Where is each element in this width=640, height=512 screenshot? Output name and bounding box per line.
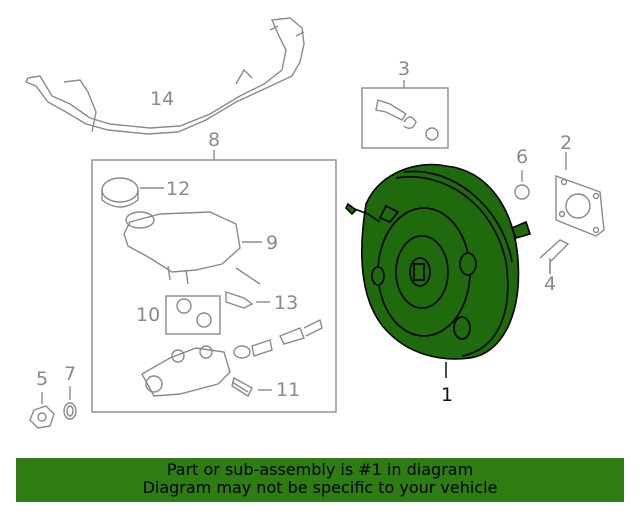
callout-13: 13: [274, 292, 299, 314]
callout-4: 4: [544, 273, 557, 295]
callout-11: 11: [276, 379, 301, 401]
reservoir-part-9: [123, 211, 262, 285]
brake-booster-part-1: [345, 163, 532, 360]
banner-line-1: Part or sub-assembly is #1 in diagram: [166, 460, 474, 479]
clip-part-4: [539, 239, 570, 274]
callout-3: 3: [398, 58, 411, 80]
callout-10: 10: [136, 304, 161, 326]
master-cylinder-kit-box-8: [91, 159, 337, 413]
bolt-part-11: [231, 376, 253, 398]
reservoir-cap-part-12: [101, 177, 164, 208]
callout-9: 9: [266, 232, 279, 254]
brake-line-part-14: [25, 17, 305, 135]
gasket-part-2: [555, 152, 605, 237]
grommets-box-10: [165, 295, 221, 335]
parts-diagram: [25, 17, 605, 429]
callout-2: 2: [560, 132, 573, 154]
callout-8: 8: [208, 129, 221, 151]
washer-part-7: [63, 386, 77, 420]
pin-kit-box-3: [361, 87, 449, 149]
banner-line-2: Diagram may not be specific to your vehi…: [142, 478, 498, 497]
callout-7: 7: [64, 363, 77, 385]
disclaimer-banner: Part or sub-assembly is #1 in diagram Di…: [16, 458, 624, 502]
callout-14: 14: [150, 88, 175, 110]
nut-part-6: [514, 170, 530, 200]
callout-12: 12: [166, 178, 191, 200]
pin-part-13: [225, 291, 254, 309]
callout-1: 1: [441, 384, 454, 406]
callout-6: 6: [516, 146, 529, 168]
callout-5: 5: [36, 368, 49, 390]
master-cylinder-body: [141, 318, 323, 397]
nut-part-5: [29, 392, 55, 429]
